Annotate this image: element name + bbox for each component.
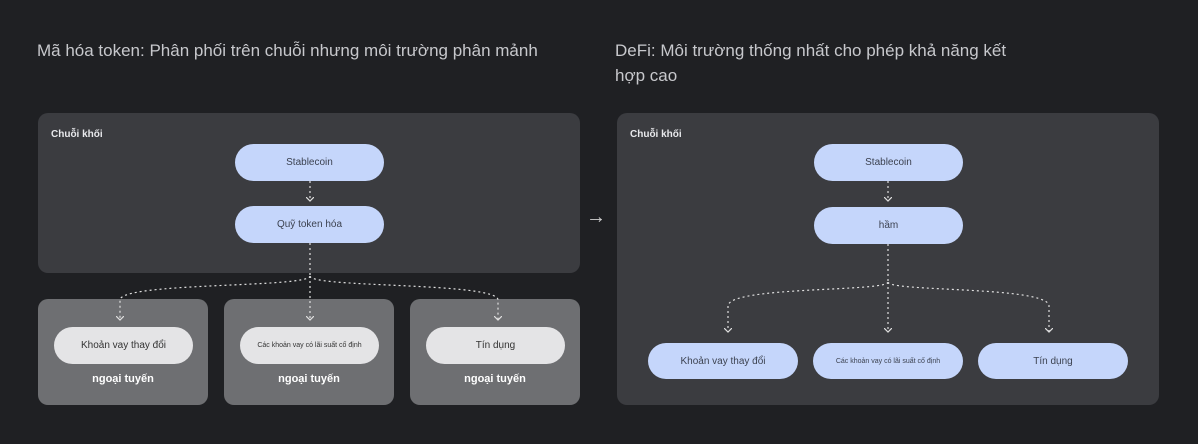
left-stablecoin-node: Stablecoin: [235, 144, 384, 181]
left-fixed-loan-node: Các khoản vay có lãi suất cố định: [240, 327, 379, 364]
right-vault-node: hầm: [814, 207, 963, 244]
left-title: Mã hóa token: Phân phối trên chuỗi nhưng…: [37, 41, 538, 60]
left-credit-node: Tín dụng: [426, 327, 565, 364]
right-fixed-loan-node: Các khoản vay có lãi suất cố định: [813, 343, 963, 379]
connector-left-branch-3: [309, 275, 498, 320]
right-title: DeFi: Môi trường thống nhất cho phép khả…: [615, 41, 1007, 85]
connector-right-branch-3: [887, 281, 1049, 332]
connector-left-branch-1: [120, 275, 311, 320]
right-variable-loan-node: Khoản vay thay đổi: [648, 343, 798, 379]
offchain-status-label: ngoại tuyến: [92, 373, 154, 385]
right-credit-node: Tín dụng: [978, 343, 1128, 379]
left-tokenized-fund-node: Quỹ token hóa: [235, 206, 384, 243]
left-blockchain-panel: Chuỗi khối: [38, 113, 580, 273]
offchain-status-label: ngoại tuyến: [464, 373, 526, 385]
right-stablecoin-node: Stablecoin: [814, 144, 963, 181]
left-blockchain-label: Chuỗi khối: [51, 129, 103, 140]
right-blockchain-label: Chuỗi khối: [630, 129, 682, 140]
transition-arrow: →: [586, 206, 606, 228]
left-variable-loan-node: Khoản vay thay đổi: [54, 327, 193, 364]
connector-right-branch-1: [728, 281, 889, 332]
offchain-status-label: ngoại tuyến: [278, 373, 340, 385]
